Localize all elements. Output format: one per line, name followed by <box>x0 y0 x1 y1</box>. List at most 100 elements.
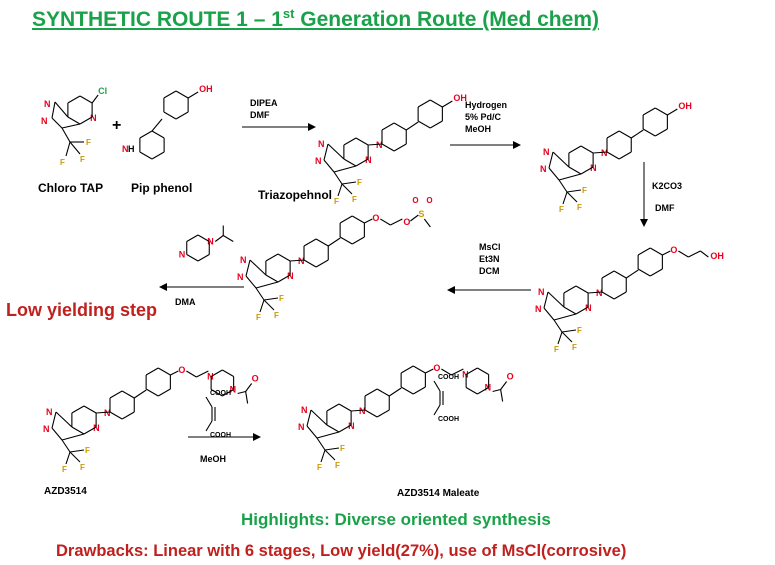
pip-phenol-aryl <box>175 90 189 99</box>
triazophenol-piperidine <box>381 122 395 131</box>
triazophenol-piperidine <box>393 122 407 131</box>
dihydro-phenol-oh: OH <box>678 101 692 111</box>
dihydro-phenol-piperidine <box>618 130 632 139</box>
triazophenol-n3: N <box>365 155 372 165</box>
azd3514-aryl <box>145 388 159 397</box>
dihydro-phenol-five-ring <box>548 167 560 181</box>
azd3514-six-ring <box>71 426 85 435</box>
hydroxyethyl-ether-aryl-link <box>625 269 639 279</box>
dihydro-phenol-pip-n: N <box>601 148 608 158</box>
mesylate-cf3-bond <box>255 287 265 301</box>
oh-bond <box>187 91 199 99</box>
mesylate-chain <box>390 218 403 226</box>
label-pip-phenol: Pip phenol <box>131 181 193 195</box>
maleic-acid-salt-chain <box>433 404 441 416</box>
dihydro-phenol-aryl-link <box>630 129 644 139</box>
azd3514-maleate-six-ring <box>338 403 352 412</box>
triazophenol-five-ring <box>333 165 357 173</box>
azd3514-maleate-f3: F <box>335 461 340 470</box>
azd3514-maleate-six-ring <box>338 424 352 433</box>
hydroxyethyl-ether-six-ring <box>563 306 577 315</box>
triazophenol-oh: OH <box>453 93 467 103</box>
azd3514-aryl <box>145 367 159 376</box>
acetylpiperazine-ring <box>186 254 199 262</box>
hydroxyethyl-ether-aryl <box>649 268 663 277</box>
azd3514-f3: F <box>80 463 85 472</box>
chloro-tap-ring <box>67 95 81 104</box>
azd3514-piperazine <box>222 369 234 377</box>
hydroxyethyl-ether-n1: N <box>538 287 545 297</box>
azd3514-maleate-five-ring <box>310 409 328 426</box>
azd3514-maleate-f1: F <box>340 444 345 453</box>
pip-phenol-oh: OH <box>199 84 213 94</box>
triazophenol-f2: F <box>334 197 339 206</box>
pip-phenol-link <box>151 118 163 132</box>
triazophenol-aryl <box>417 120 431 129</box>
reaction-arrows <box>159 123 648 441</box>
f: F <box>86 138 91 147</box>
azd3514-chain <box>186 370 197 378</box>
o-bond <box>170 370 179 376</box>
chloro-tap-five-ring <box>51 101 56 119</box>
mesylate-f1: F <box>279 294 284 303</box>
pip-phenol-aryl <box>163 90 177 99</box>
hydroxyethyl-ether-f2: F <box>554 345 559 354</box>
methyl-bond <box>423 218 431 228</box>
pip-phenol-aryl <box>175 111 189 120</box>
conditions-step3-solvent: DMF <box>655 203 675 213</box>
conditions-step3-base: K2CO3 <box>652 181 683 191</box>
triazophenol-cf3-f1 <box>341 181 357 185</box>
o-bond <box>662 250 671 256</box>
f: F <box>60 158 65 167</box>
triazophenol-six-ring <box>343 158 357 167</box>
plus-sign: + <box>112 117 122 134</box>
azd3514-piperidine <box>109 411 123 420</box>
f-bond <box>69 141 81 155</box>
azd3514-piperazine <box>210 389 223 397</box>
azd3514-maleate-aryl <box>400 386 414 395</box>
chloro-tap-cl: Cl <box>98 86 107 96</box>
highlights-note: Highlights: Diverse oriented synthesis <box>241 510 551 529</box>
dihydro-phenol-aryl <box>642 107 656 116</box>
dihydro-phenol-piperidine <box>618 151 632 160</box>
azd3514-maleate-piperazine <box>477 387 489 395</box>
hydroxyethyl-ether-aryl <box>637 268 651 277</box>
azd3514-maleate-six-ring <box>326 424 340 433</box>
azd3514-six-ring <box>83 426 97 435</box>
dihydro-phenol-n1: N <box>543 147 550 157</box>
maleic-acid-reagent-cooh-1: COOH <box>210 390 231 397</box>
triazophenol-piperidine <box>393 143 407 152</box>
azd3514-five-ring <box>51 427 63 441</box>
triazophenol-aryl <box>429 99 443 108</box>
mesylate-six-ring <box>265 253 279 262</box>
triazophenol-six-ring <box>343 137 357 146</box>
triazophenol-aryl <box>429 120 443 129</box>
azd3514-cf3-f1 <box>69 449 85 453</box>
chloro-tap-ring <box>79 95 93 104</box>
mesylate-aryl <box>351 215 365 224</box>
hydroxyethyl-ether-f3: F <box>572 343 577 352</box>
label-triazophenol: Triazopehnol <box>258 188 333 202</box>
hydroxyethyl-ether-five-ring <box>547 291 565 308</box>
low-yield-note: Low yielding step <box>6 300 158 320</box>
o-bond <box>425 368 434 374</box>
triazophenol-n2: N <box>315 156 322 166</box>
dihydro-phenol-piperidine <box>606 151 620 160</box>
triazophenol-n-link <box>368 143 383 146</box>
acetylpiperazine-ring <box>197 254 210 262</box>
maleic-acid-salt-cooh-1: COOH <box>438 374 459 381</box>
pip-phenol-piperidine <box>151 151 165 160</box>
triazophenol-piperidine <box>381 143 395 152</box>
azd3514-maleate-six-ring <box>326 403 340 412</box>
azd3514-maleate-pz-n1: N <box>462 370 469 380</box>
chloro-tap-five-ring <box>61 123 81 129</box>
dihydro-phenol-six-ring <box>580 166 594 175</box>
azd3514-pz-n1: N <box>207 372 214 382</box>
azd3514-maleate-n-link <box>351 409 366 412</box>
maleic-acid-reagent-cooh-2: COOH <box>210 432 231 439</box>
hydroxyethyl-ether-cf3-f3 <box>561 331 573 343</box>
acetyl-me <box>500 389 504 402</box>
dihydro-phenol-cf3-f1 <box>566 189 582 193</box>
